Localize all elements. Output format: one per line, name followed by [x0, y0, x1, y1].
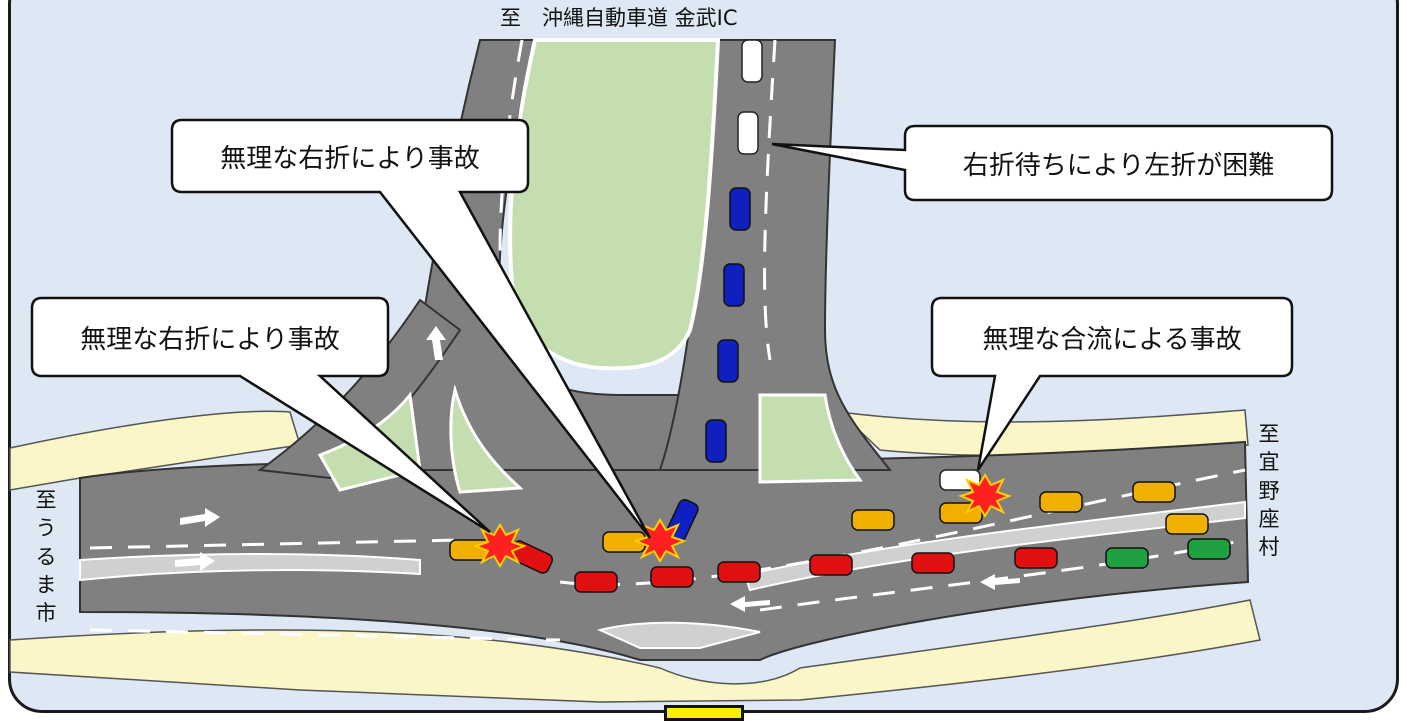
callout-text-4: 無理な合流による事故 [982, 325, 1242, 355]
hatched-zone [79, 553, 421, 582]
lane-marking [759, 538, 1246, 612]
bottom-tab-marker [664, 705, 744, 721]
median-island [449, 384, 524, 494]
destination-label-left: 至 うるま市 [35, 488, 78, 626]
destination-label-top: 至 沖縄自動車道 金武IC [500, 6, 738, 30]
shoulder-strip [9, 599, 1261, 703]
median-island [508, 38, 721, 371]
callout-text-3: 右折待ちにより左折が困難 [962, 151, 1275, 181]
direction-arrow [180, 508, 220, 527]
lane-marking [763, 39, 777, 361]
callout-text-2: 無理な右折により事故 [220, 144, 480, 174]
direction-arrow [980, 574, 1020, 590]
direction-arrow [730, 596, 770, 612]
hatched-zone [743, 500, 1246, 592]
hatched-zone [596, 621, 761, 649]
speech-bubble-3 [771, 124, 1334, 202]
destination-label-right: 至 宜野座村 [1258, 422, 1301, 560]
callout-text-1: 無理な右折により事故 [80, 325, 340, 355]
collision-burst [473, 473, 1012, 568]
speech-bubble-1 [30, 296, 491, 534]
median-island [758, 393, 863, 484]
speech-bubble-2 [170, 118, 652, 539]
speech-bubble-4 [930, 296, 1294, 471]
car-blue [665, 187, 751, 544]
car-green [1105, 538, 1231, 569]
car-red [508, 540, 1058, 593]
direction-arrow [175, 552, 215, 571]
lane-marking [89, 628, 561, 642]
lane-marking [89, 538, 461, 550]
lane-marking [498, 39, 524, 321]
direction-arrow [426, 326, 446, 360]
